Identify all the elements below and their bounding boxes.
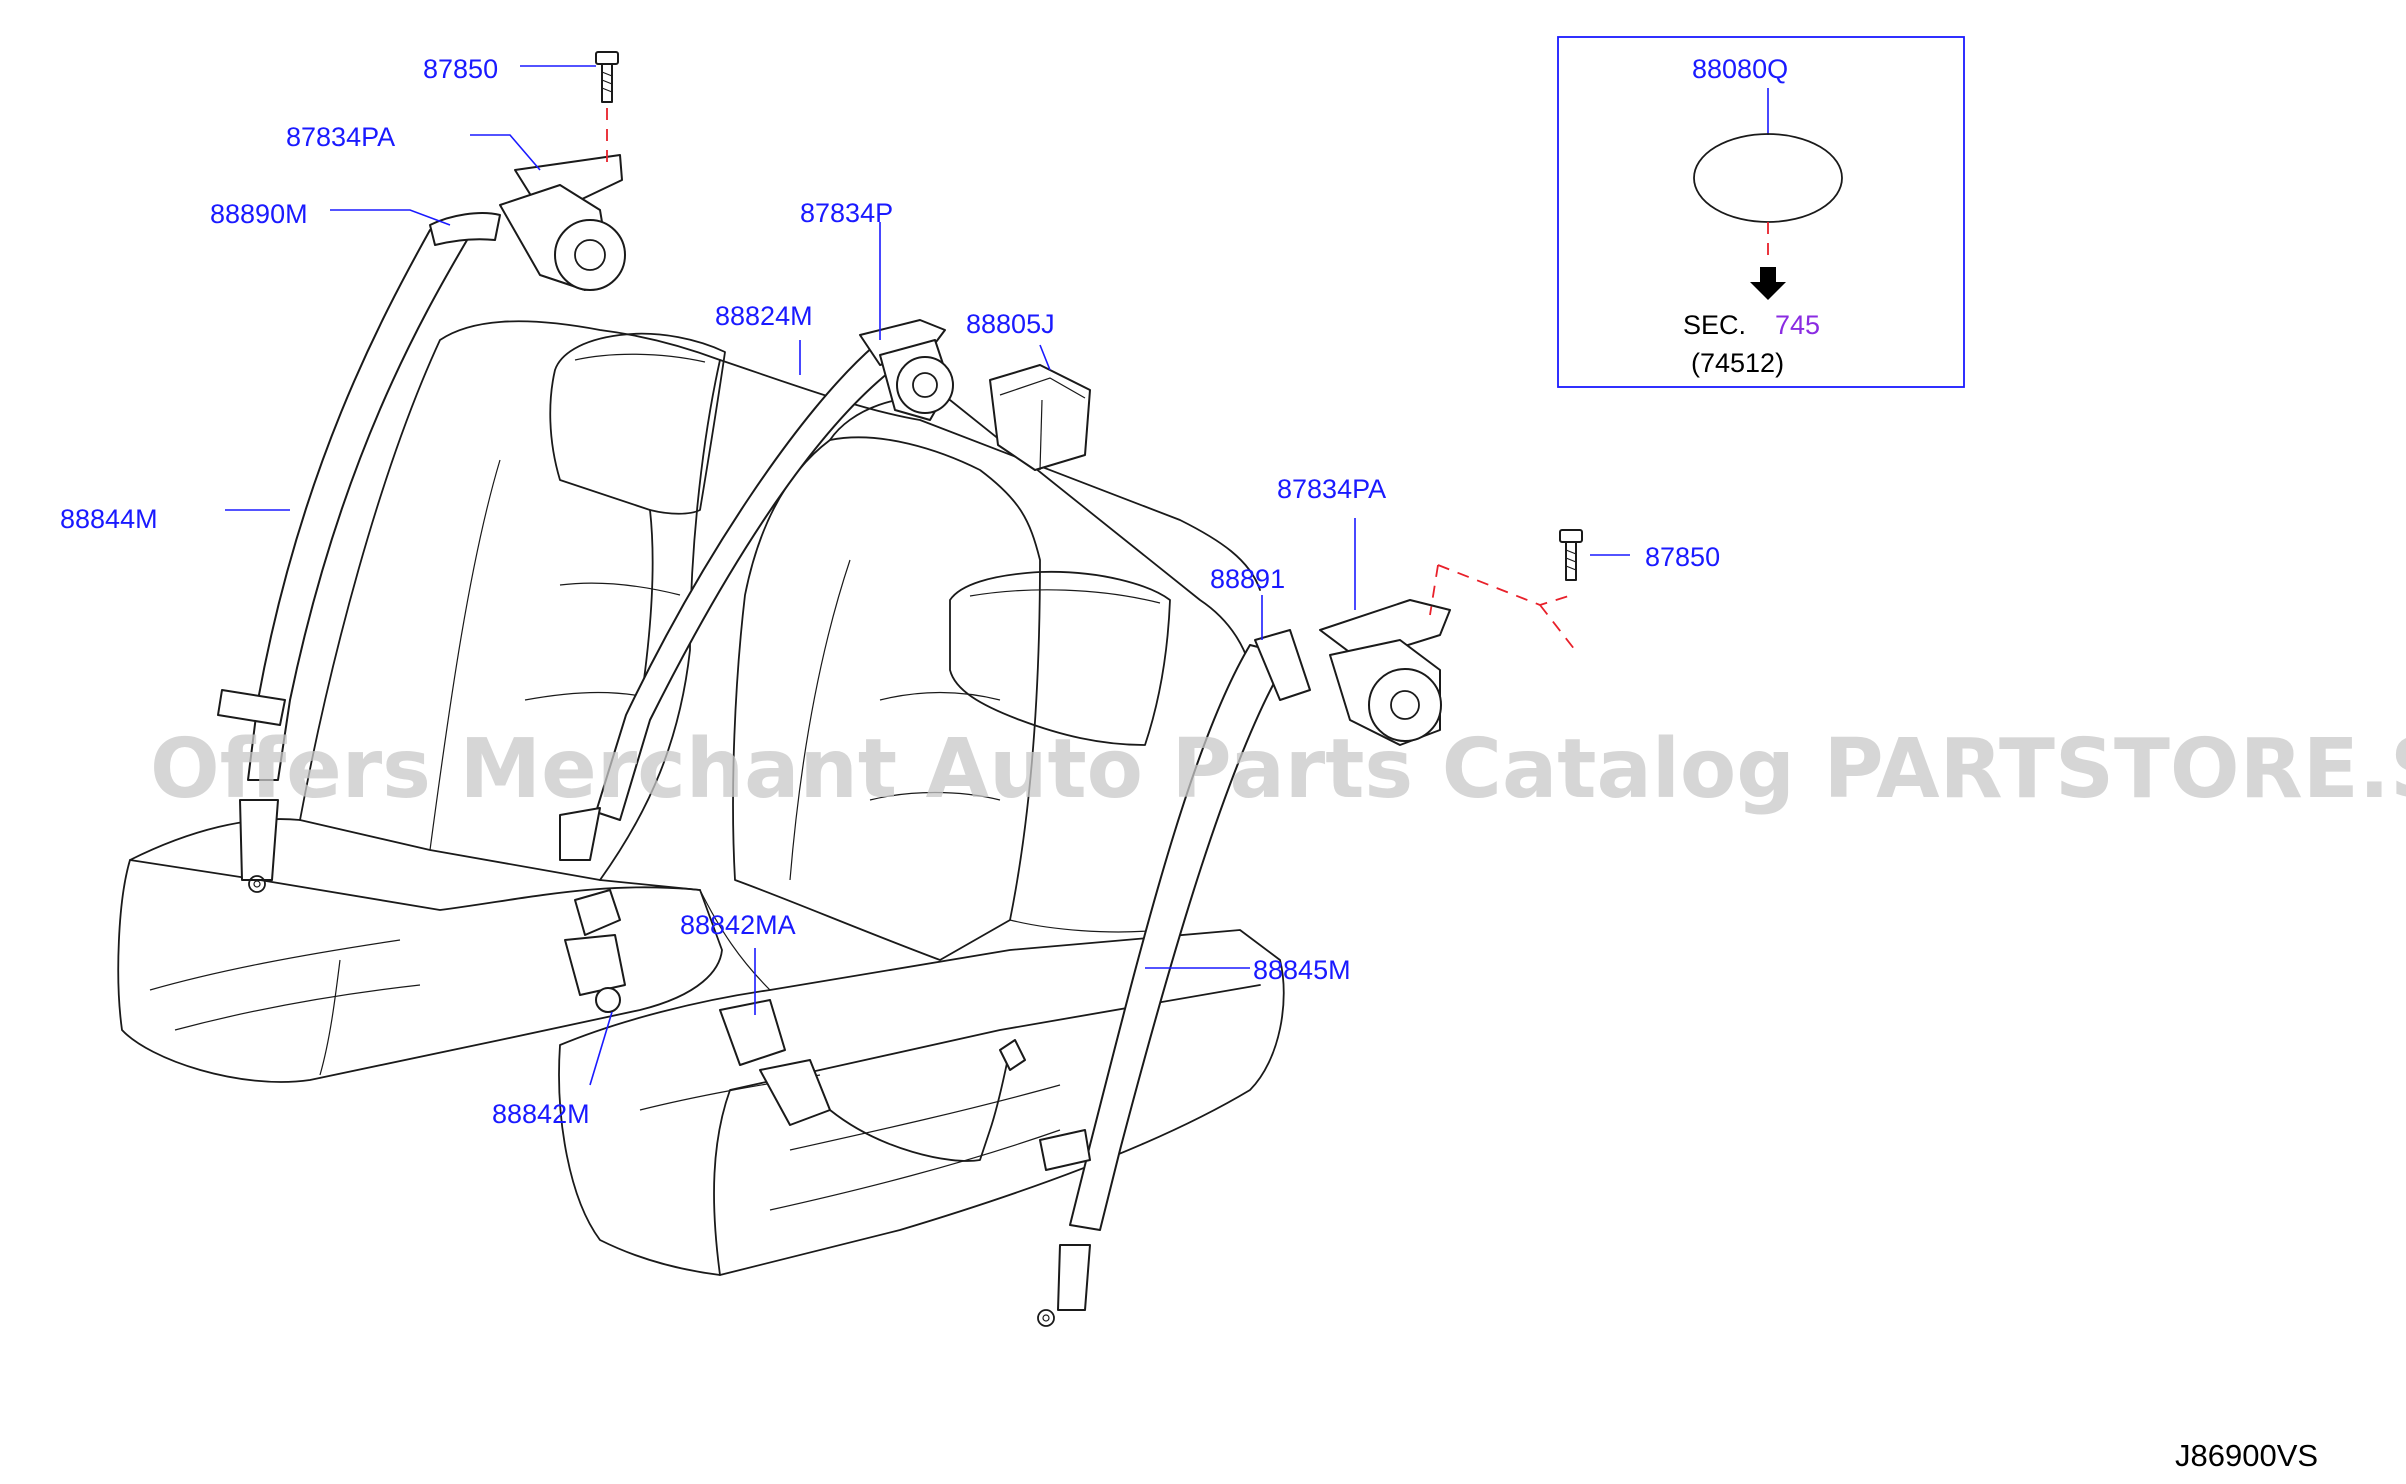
section-link-745[interactable]: 745 — [1775, 310, 1820, 340]
label-87834P[interactable]: 87834P — [800, 198, 893, 228]
bolt-87850-top-icon — [595, 51, 619, 103]
label-87834PA-right[interactable]: 87834PA — [1277, 474, 1386, 504]
leader-lines — [225, 65, 1630, 1086]
label-88891[interactable]: 88891 — [1210, 564, 1285, 594]
belt-webbing-drawing — [217, 229, 1291, 1327]
retractor-drawings — [429, 154, 1451, 1162]
label-88844M[interactable]: 88844M — [60, 504, 158, 534]
label-87850-top[interactable]: 87850 — [423, 54, 498, 84]
label-88080Q[interactable]: 88080Q — [1692, 54, 1788, 84]
label-87850-right[interactable]: 87850 — [1645, 542, 1720, 572]
assembly-dash-lines — [606, 108, 1576, 651]
part-labels: 87850 87834PA 88890M 87834P 88824M 88805… — [60, 54, 2318, 1473]
label-87834PA-top[interactable]: 87834PA — [286, 122, 395, 152]
label-88842M[interactable]: 88842M — [492, 1099, 590, 1129]
rear-seat-drawing — [117, 320, 1285, 1276]
watermark: Offers Merchant Auto Parts Catalog PARTS… — [150, 722, 2406, 817]
inset-box — [1557, 36, 1965, 388]
label-88805J[interactable]: 88805J — [966, 309, 1055, 339]
section-subcode: (74512) — [1691, 348, 1784, 378]
label-88845M[interactable]: 88845M — [1253, 955, 1351, 985]
diagram-code: J86900VS — [2175, 1438, 2318, 1473]
label-88890M[interactable]: 88890M — [210, 199, 308, 229]
bolt-icons — [595, 51, 1583, 581]
arrow-down-icon — [1750, 267, 1786, 300]
section-prefix: SEC. — [1683, 310, 1746, 340]
label-88824M[interactable]: 88824M — [715, 301, 813, 331]
label-88842MA[interactable]: 88842MA — [680, 910, 796, 940]
bolt-87850-right-icon — [1559, 529, 1583, 581]
inset-part-shape — [1693, 133, 1843, 223]
